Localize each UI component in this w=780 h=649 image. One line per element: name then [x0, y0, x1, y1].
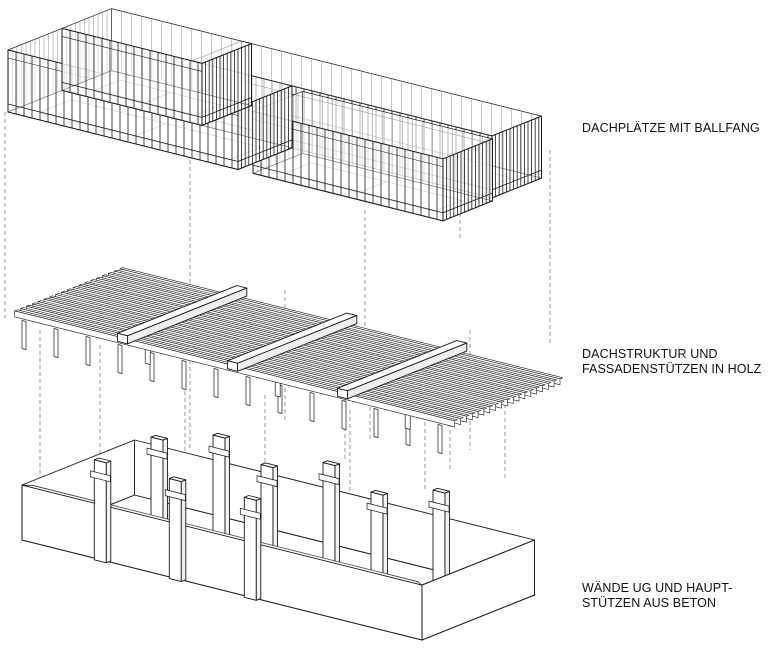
- inner-column-top: [260, 462, 278, 469]
- main-girder-side: [347, 342, 468, 400]
- concrete-walls-layer: [21, 432, 535, 641]
- label-line: DACHPLÄTZE MIT BALLFANG: [582, 121, 760, 135]
- front-column-top: [93, 457, 112, 464]
- inner-column-corbel: [366, 502, 388, 515]
- front-column-corbel: [239, 507, 261, 520]
- facade-post: [53, 328, 59, 358]
- front-column-corbel: [164, 489, 186, 501]
- fence-rail: [61, 36, 203, 72]
- facade-post: [437, 424, 443, 454]
- inner-column-top: [370, 489, 388, 496]
- inner-column-corbel: [318, 473, 340, 485]
- front-column-top: [168, 476, 187, 483]
- fence-rail: [237, 139, 293, 162]
- front-column-top: [243, 495, 262, 501]
- label-roof-courts: DACHPLÄTZE MIT BALLFANG: [582, 121, 760, 136]
- timber-roof-structure-layer: [14, 267, 564, 454]
- main-girder-side: [237, 315, 358, 372]
- facade-post: [341, 400, 347, 430]
- inner-column-top: [150, 434, 168, 441]
- court-fence-box: [252, 91, 493, 222]
- facade-post: [181, 360, 187, 390]
- label-line: FASSADENSTÜTZEN IN HOLZ: [582, 362, 762, 376]
- inner-column-corbel: [146, 447, 168, 460]
- facade-post: [245, 376, 251, 406]
- fence-rail: [252, 164, 444, 214]
- label-concrete-walls: WÄNDE UG UND HAUPT- STÜTZEN AUS BETON: [582, 581, 733, 611]
- fence-rail: [201, 97, 252, 118]
- label-roof-structure: DACHSTRUKTUR UND FASSADENSTÜTZEN IN HOLZ: [582, 347, 761, 377]
- fence-rail: [491, 169, 542, 191]
- inner-column-corbel: [208, 445, 230, 458]
- facade-post: [373, 408, 379, 438]
- facade-post: [149, 352, 155, 382]
- facade-post: [213, 368, 219, 398]
- facade-post: [309, 392, 315, 422]
- facade-post: [21, 320, 27, 350]
- main-girder-side: [127, 287, 248, 345]
- fence-rail: [61, 82, 203, 118]
- facade-post: [85, 336, 91, 366]
- label-line: DACHSTRUKTUR UND: [582, 347, 718, 361]
- label-line: STÜTZEN AUS BETON: [582, 596, 717, 610]
- fence-rail: [442, 192, 493, 214]
- fence-rail: [7, 103, 239, 162]
- court-fence-box: [61, 8, 252, 126]
- front-column-corbel: [89, 470, 111, 483]
- inner-column-top: [212, 432, 230, 439]
- inner-column-top: [432, 487, 450, 494]
- roof-courts-with-fence-layer: [7, 8, 542, 222]
- inner-column-corbel: [256, 475, 278, 487]
- inner-column-top: [322, 460, 340, 467]
- facade-post: [117, 344, 123, 374]
- right-wall: [421, 539, 535, 641]
- inner-column-corbel: [428, 500, 450, 513]
- label-line: WÄNDE UG UND HAUPT-: [582, 581, 733, 595]
- front-wall-top: [21, 484, 423, 586]
